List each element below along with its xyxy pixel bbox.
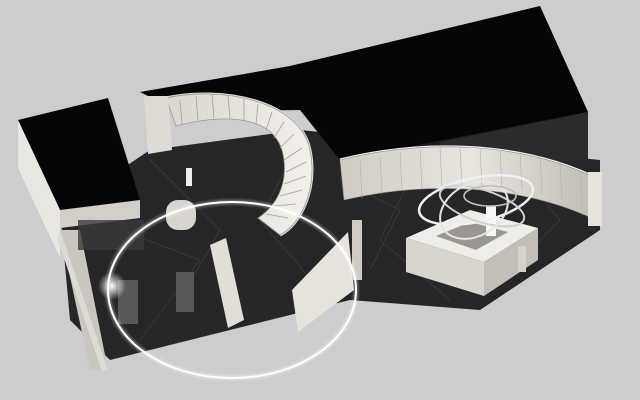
left-block-front-wall bbox=[18, 120, 60, 258]
staircase-landing-wall bbox=[144, 96, 172, 154]
partition-post bbox=[352, 220, 362, 280]
island-left-face bbox=[406, 238, 484, 296]
partition-walls bbox=[210, 220, 526, 332]
curved-wall bbox=[339, 145, 602, 226]
orbit-ring-4 bbox=[463, 185, 517, 207]
left-block-roof bbox=[18, 98, 140, 210]
curved-wall-end-post bbox=[588, 172, 602, 226]
partition-wall-1 bbox=[210, 238, 244, 328]
display-island bbox=[406, 206, 538, 296]
right-block-roof bbox=[140, 6, 588, 160]
island-pedestal bbox=[486, 206, 496, 236]
orbit-ring-sculpture bbox=[417, 174, 535, 240]
floor-light-spot bbox=[98, 272, 126, 300]
small-pillar bbox=[186, 168, 192, 186]
partition-post-2 bbox=[518, 246, 526, 272]
floor-light-ring bbox=[98, 199, 359, 381]
partition-wall-2 bbox=[292, 232, 354, 332]
island-right-face bbox=[484, 228, 538, 296]
orbit-ring-3 bbox=[439, 180, 509, 240]
building-block-left bbox=[18, 98, 144, 372]
staircase-body bbox=[165, 93, 313, 236]
glass-panel-2 bbox=[176, 272, 194, 312]
left-long-wall bbox=[58, 230, 108, 372]
orbit-ring-2 bbox=[438, 184, 526, 228]
